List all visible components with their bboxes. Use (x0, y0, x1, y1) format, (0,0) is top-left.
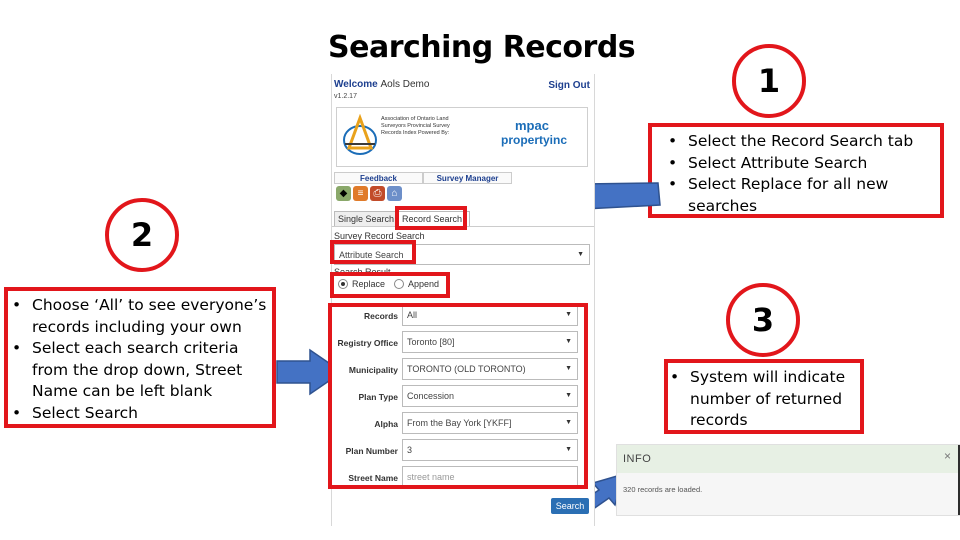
print-icon[interactable]: ⎙ (370, 186, 385, 201)
radio-append-dot[interactable] (394, 279, 404, 289)
list-icon[interactable]: ≡ (353, 186, 368, 201)
registry-office-select[interactable]: Toronto [80] ▼ (402, 331, 578, 353)
step-3-circle: 3 (726, 283, 800, 357)
field-value: All (407, 310, 418, 320)
radio-replace-dot[interactable] (338, 279, 348, 289)
field-label: Alpha (374, 419, 398, 429)
municipality-select[interactable]: TORONTO (OLD TORONTO) ▼ (402, 358, 578, 380)
chevron-down-icon: ▼ (565, 338, 572, 345)
chevron-down-icon: ▼ (577, 251, 584, 258)
aols-logo-icon (343, 114, 377, 155)
logo-banner: Association of Ontario Land Surveyors Pr… (336, 107, 588, 167)
highlight-attribute-search (330, 240, 416, 264)
highlight-replace-radio (330, 272, 450, 298)
field-label: Street Name (348, 473, 398, 483)
search-type-select[interactable]: Attribute Search ▼ (334, 244, 590, 265)
field-label: Records (363, 311, 398, 321)
step-1-circle: 1 (732, 44, 806, 118)
slide-title: Searching Records (328, 30, 636, 65)
step-3-bullet: System will indicate number of returned … (670, 367, 860, 432)
home-icon[interactable]: ⌂ (387, 186, 402, 201)
step-2-bullet: Choose ‘All’ to see everyone’s records i… (12, 295, 272, 338)
search-button[interactable]: Search (551, 498, 589, 514)
chevron-down-icon: ▼ (565, 419, 572, 426)
welcome-text: Welcome Aols Demo (334, 79, 429, 90)
field-value: Toronto [80] (407, 337, 455, 347)
welcome-label: Welcome (334, 79, 378, 90)
close-icon[interactable]: × (943, 449, 951, 463)
info-toast-header (617, 445, 960, 473)
tab-single-search[interactable]: Single Search (334, 211, 402, 226)
radio-append-label: Append (408, 279, 440, 289)
toolbar-icons: ◆ ≡ ⎙ ⌂ (336, 186, 402, 201)
field-label: Registry Office (337, 338, 398, 348)
user-name: Aols Demo (380, 79, 430, 90)
propertyinc-logo: propertyinc (501, 133, 568, 147)
arrow-to-search-form-icon (276, 348, 344, 396)
field-value: Concession (407, 391, 455, 401)
alpha-select[interactable]: From the Bay York [YKFF] ▼ (402, 412, 578, 434)
survey-manager-link[interactable]: Survey Manager (423, 172, 512, 184)
step-2-bullet: Select Search (12, 403, 272, 425)
chevron-down-icon: ▼ (565, 392, 572, 399)
search-type-value: Attribute Search (339, 250, 404, 260)
layers-icon[interactable]: ◆ (336, 186, 351, 201)
field-label: Municipality (348, 365, 398, 375)
chevron-down-icon: ▼ (565, 446, 572, 453)
step-1-callout: Select the Record Search tab Select Attr… (648, 123, 944, 218)
field-label: Plan Type (358, 392, 398, 402)
step-2-bullet: Select each search criteria from the dro… (12, 338, 272, 403)
step-2-callout: Choose ‘All’ to see everyone’s records i… (4, 287, 276, 428)
info-title: INFO (623, 453, 652, 465)
radio-replace[interactable]: Replace (338, 279, 385, 289)
step-1-bullet: Select the Record Search tab (668, 131, 940, 153)
app-screenshot: Welcome Aols Demo v1.2.17 Sign Out Assoc… (331, 74, 595, 526)
mpac-logo: mpac (515, 118, 549, 133)
highlight-record-search-tab (395, 206, 467, 230)
radio-append[interactable]: Append (394, 279, 439, 289)
step-1-bullet: Select Attribute Search (668, 153, 940, 175)
toast-edge (958, 445, 960, 515)
field-value: 3 (407, 445, 413, 455)
plan-type-select[interactable]: Concession ▼ (402, 385, 578, 407)
aols-text: Association of Ontario Land Surveyors Pr… (381, 116, 450, 136)
sign-out-link[interactable]: Sign Out (548, 80, 590, 91)
radio-replace-label: Replace (352, 279, 386, 289)
field-value: TORONTO (OLD TORONTO) (407, 364, 526, 374)
field-label: Plan Number (345, 446, 398, 456)
version-label: v1.2.17 (334, 93, 357, 100)
field-value: From the Bay York [YKFF] (407, 418, 512, 428)
chevron-down-icon: ▼ (565, 365, 572, 372)
info-message: 320 records are loaded. (623, 485, 703, 494)
info-toast: INFO × 320 records are loaded. (616, 444, 960, 516)
step-2-circle: 2 (105, 198, 179, 272)
step-1-bullet: Select Replace for all new searches (668, 174, 940, 217)
survey-record-search-label: Survey Record Search (334, 231, 425, 241)
plan-number-select[interactable]: 3▼ (402, 439, 578, 461)
step-3-callout: System will indicate number of returned … (664, 359, 864, 434)
feedback-link[interactable]: Feedback (334, 172, 423, 184)
nav-row: Feedback Survey Manager (334, 172, 512, 184)
highlight-search-form (328, 303, 588, 489)
chevron-down-icon: ▼ (565, 311, 572, 318)
